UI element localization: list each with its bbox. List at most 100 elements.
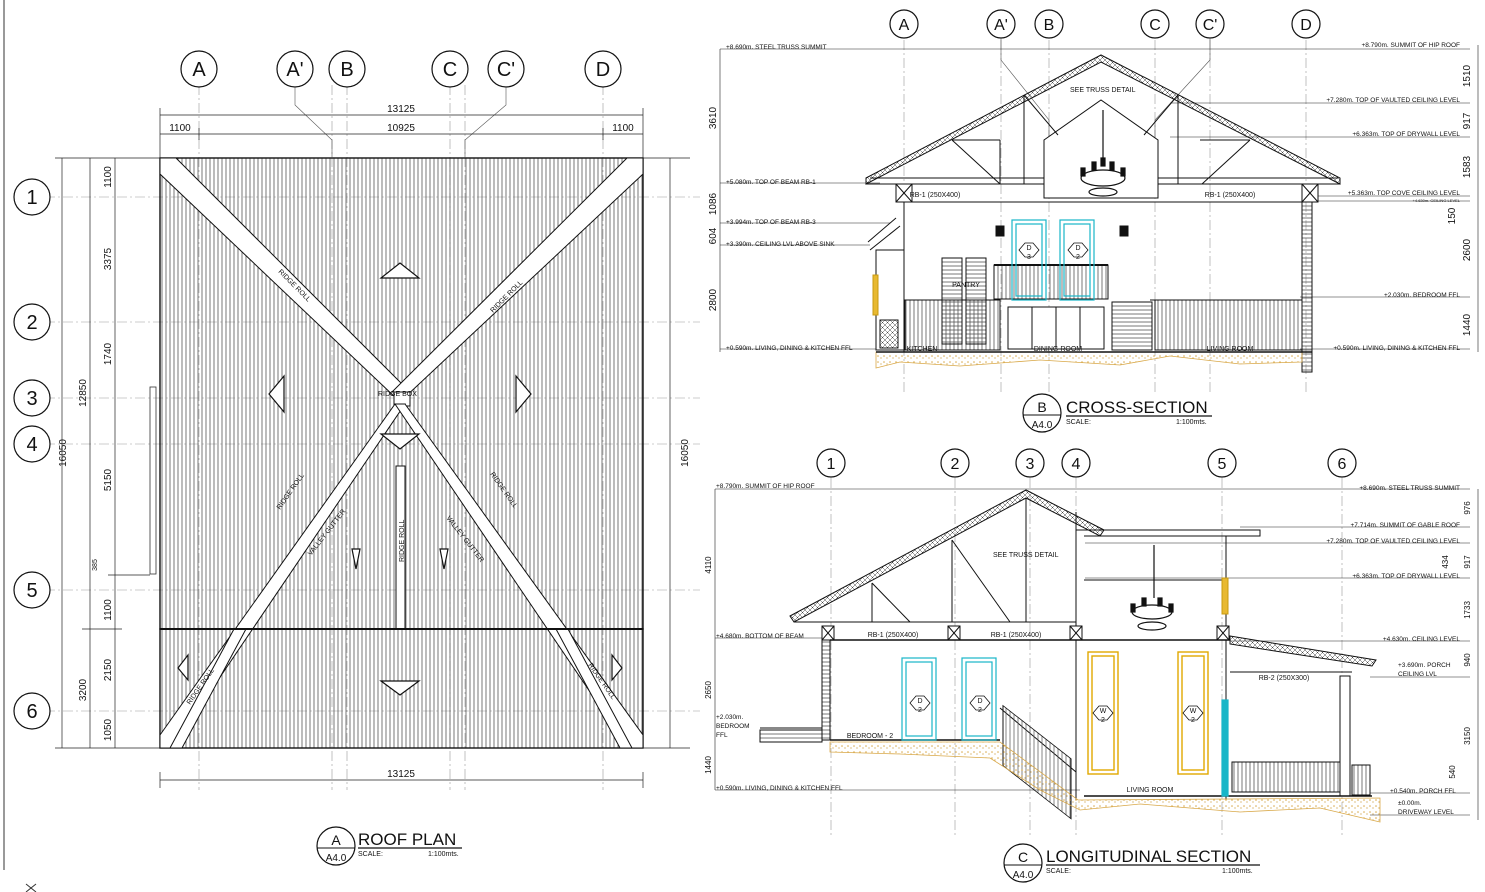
cs-bubble-c-prime: C' xyxy=(1203,17,1218,34)
cs-dim-left-3: 604 xyxy=(708,227,719,244)
cs-walls xyxy=(867,183,1319,373)
ls-level-right-6: +3.690m. PORCH xyxy=(1398,662,1451,669)
ls-beam-3: RB-2 (250X300) xyxy=(1259,675,1310,682)
ls-dim-right-3: 917 xyxy=(1463,555,1472,569)
ls-door-tag-2d: 2 xyxy=(1191,717,1195,724)
cs-level-right-5: +4.630m. CEILING LEVEL xyxy=(1413,198,1461,203)
roof-dim-bottom-total: 13125 xyxy=(387,769,415,780)
ls-scale: 1:100mts. xyxy=(1222,868,1253,875)
cs-dim-left-2: 1086 xyxy=(708,192,719,215)
cs-bubble-d: D xyxy=(1300,17,1312,34)
roof-dim-left-mid-2: 3200 xyxy=(78,678,89,701)
cs-dim-right-5: 2600 xyxy=(1462,238,1473,261)
ls-level-right-4: +6.363m. TOP OF DRYWALL LEVEL xyxy=(1352,573,1460,580)
ls-bubble-6: 6 xyxy=(1338,456,1347,473)
ls-label-bedroom: BEDROOM - 2 xyxy=(847,733,893,740)
ls-level-left-2: +4.680m. BOTTOM OF BEAM xyxy=(716,633,804,640)
cs-dim-left-4: 2800 xyxy=(708,288,719,311)
ls-yellow-doors xyxy=(1087,651,1209,775)
roof-dim-top-left: 1100 xyxy=(169,123,191,134)
ls-dim-right-2: 434 xyxy=(1441,555,1450,569)
longitudinal-section: 1 2 3 4 5 6 SEE TRUSS DETAIL xyxy=(704,448,1479,883)
ls-bubble-5: 5 xyxy=(1218,456,1227,473)
cs-level-right-6: +2.030m. BEDROOM FFL xyxy=(1384,292,1460,299)
ls-level-right-10: DRIVEWAY LEVEL xyxy=(1398,809,1454,816)
roof-plan: RIDGE ROLL RIDGE ROLL RIDGE BOX RIDGE RO… xyxy=(13,50,700,866)
cs-dim-right-6: 1440 xyxy=(1462,313,1473,336)
roof-dim-left-3: 1740 xyxy=(103,342,114,365)
cs-dim-right-1: 1510 xyxy=(1462,64,1473,87)
cs-level-left-4: +3.390m. CEILING LVL ABOVE SINK xyxy=(726,241,835,248)
cs-level-left-5: +0.590m. LIVING, DINING & KITCHEN FFL xyxy=(726,345,853,352)
roof-dim-left-2: 3375 xyxy=(103,247,114,270)
cs-label-truss: SEE TRUSS DETAIL xyxy=(1070,87,1136,94)
label-ridge-roll-5: RIDGE ROLL xyxy=(399,519,406,562)
cs-title-letter: B xyxy=(1037,399,1046,415)
cs-level-right-2: +7.280m. TOP OF VAULTED CEILING LEVEL xyxy=(1326,97,1460,104)
roof-plan-title: A A4.0 ROOF PLAN SCALE: 1:100mts. xyxy=(316,826,462,866)
roof-side-ledge xyxy=(149,386,157,575)
ls-door-tag-w1: W xyxy=(1100,708,1107,715)
cs-level-left-2: +5.080m. TOP OF BEAM RB-1 xyxy=(726,179,816,186)
roof-bubble-col-d: D xyxy=(596,59,610,81)
roof-plan-row-bubbles xyxy=(13,178,51,730)
ls-beam-2: RB-1 (250X400) xyxy=(991,632,1042,639)
roof-bubble-col-c: C xyxy=(443,59,457,81)
cs-doors xyxy=(1011,219,1095,301)
roof-dim-top-mid: 10925 xyxy=(387,123,415,134)
cs-scale-label: SCALE: xyxy=(1066,419,1091,426)
roof-plan-dim-lines xyxy=(55,108,690,788)
ls-level-left-5: FFL xyxy=(716,732,728,739)
longitudinal-section-title: C A4.0 LONGITUDINAL SECTION SCALE: 1:100… xyxy=(1003,843,1260,883)
roof-bubble-col-c-prime: C' xyxy=(497,59,515,81)
cs-door-tag-2: 2 xyxy=(1076,254,1080,261)
ls-dim-right-6: 3150 xyxy=(1463,727,1472,745)
roof-dim-left-6: 2150 xyxy=(103,658,114,681)
roof-bubble-row-1: 1 xyxy=(26,187,37,209)
roof-plan-title-sheet: A4.0 xyxy=(326,853,347,864)
ls-dim-right-4: 1733 xyxy=(1463,601,1472,619)
ls-level-left-4: BEDROOM xyxy=(716,723,750,730)
cs-title-name: CROSS-SECTION xyxy=(1066,398,1208,417)
label-ridge-box: RIDGE BOX xyxy=(378,391,417,398)
ls-bubble-3: 3 xyxy=(1026,456,1035,473)
cs-level-right-7: +0.590m. LIVING, DINING & KITCHEN FFL xyxy=(1333,345,1460,352)
ls-title-sheet: A4.0 xyxy=(1013,870,1034,881)
ls-bubble-1: 1 xyxy=(827,456,836,473)
cs-label-kitchen: KITCHEN xyxy=(907,346,938,353)
roof-plan-title-name: ROOF PLAN xyxy=(358,830,456,849)
ls-dim-left-2: 2650 xyxy=(704,681,713,699)
roof-bubble-row-6: 6 xyxy=(26,701,37,723)
roof-bubble-col-a: A xyxy=(192,59,206,81)
cs-roof xyxy=(865,54,1341,199)
ls-level-right-2: +7.714m. SUMMIT OF GABLE ROOF xyxy=(1350,522,1460,529)
ls-level-right-3: +7.280m. TOP OF VAULTED CEILING LEVEL xyxy=(1326,538,1460,545)
ls-level-left-3: +2.030m. xyxy=(716,714,743,721)
cs-door-tag-d1: D xyxy=(1026,245,1031,252)
ls-chandelier xyxy=(1130,545,1174,631)
roof-bubble-row-3: 3 xyxy=(26,388,37,410)
ls-level-left-1: +8.790m. SUMMIT OF HIP ROOF xyxy=(716,483,815,490)
cs-dim-right-2: 917 xyxy=(1462,112,1473,129)
cs-chandelier xyxy=(1080,110,1126,197)
ls-level-left-6: +0.590m. LIVING, DINING & KITCHEN FFL xyxy=(716,785,843,792)
cs-level-right-3: +6.363m. TOP OF DRYWALL LEVEL xyxy=(1352,131,1460,138)
roof-slope-arrows xyxy=(177,262,623,696)
cs-level-left-3: +3.994m. TOP OF BEAM RB-3 xyxy=(726,219,816,226)
ls-door-tag-2c: 2 xyxy=(1101,717,1105,724)
cs-beam-right: RB-1 (250X400) xyxy=(1205,192,1256,199)
roof-dim-top-total: 13125 xyxy=(387,104,415,115)
cs-level-left-1: +8.690m. STEEL TRUSS SUMMIT xyxy=(726,44,827,51)
ls-door-tag-2b: 2 xyxy=(978,707,982,714)
roof-bubble-row-4: 4 xyxy=(26,434,37,456)
roof-dim-left-4: 5150 xyxy=(103,468,114,491)
cs-scale: 1:100mts. xyxy=(1176,419,1207,426)
ls-level-right-7: CEILING LVL xyxy=(1398,671,1437,678)
roof-dim-385: 385 xyxy=(92,559,99,571)
ls-dim-left-1: 4110 xyxy=(704,556,713,574)
ls-door-tag-d1: D xyxy=(917,698,922,705)
ls-door-tag-2a: 2 xyxy=(918,707,922,714)
roof-bubble-row-5: 5 xyxy=(26,580,37,602)
cs-level-right-4: +5.363m. TOP COVE CEILING LEVEL xyxy=(1348,190,1461,197)
